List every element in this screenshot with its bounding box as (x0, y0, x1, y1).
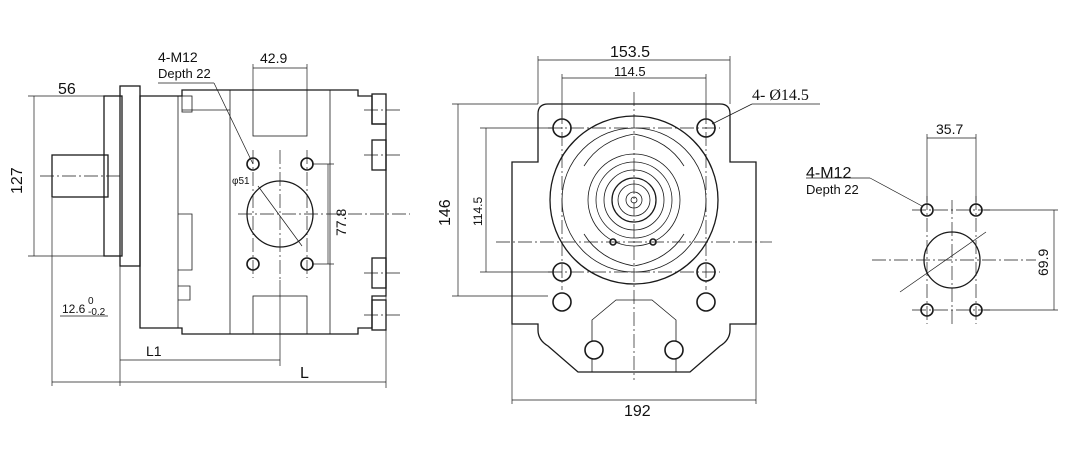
vertical-spacing-label: 69.9 (1035, 249, 1051, 276)
port-depth: Depth 22 (806, 182, 859, 197)
side-view: φ51 4-M12 Depth 22 42.9 77.8 56 127 12.6… (9, 49, 410, 388)
front-view: 153.5 114.5 4- Ø14.5 146 114.5 192 (437, 44, 820, 420)
port-depth: Depth 22 (158, 66, 211, 81)
port-vertical-label: 77.8 (333, 209, 349, 236)
shaft-spline (611, 177, 657, 223)
pump-housing (511, 103, 757, 373)
port-diameter-label: φ51 (232, 176, 250, 187)
height-outer-label: 146 (437, 199, 454, 226)
flange-width-label: 56 (58, 81, 76, 98)
flange-plate (119, 85, 141, 267)
mount-hole (584, 340, 604, 360)
port-detail-view: 35.7 69.9 4-M12 Depth 22 (806, 121, 1058, 326)
width-overall-label: 192 (624, 403, 651, 420)
port-callout: 4-M12 (806, 165, 851, 182)
pilot-lower-tol: -0.2 (88, 307, 106, 318)
l-label: L (300, 365, 309, 382)
mounting-flange (103, 95, 123, 257)
pump-body (139, 89, 387, 335)
shaft-height-label: 127 (9, 167, 26, 194)
mount-hole (552, 292, 572, 312)
bolt-hole-callout: 4- Ø14.5 (752, 87, 809, 104)
bolt-outer-label: 153.5 (610, 44, 650, 61)
port-callout: 4-M12 (158, 49, 198, 65)
pilot-label: 12.6 (62, 302, 86, 316)
port-spacing-label: 42.9 (260, 50, 287, 66)
horizontal-spacing-label: 35.7 (936, 121, 963, 137)
mount-hole (664, 340, 684, 360)
bolt-head (371, 93, 387, 125)
height-inner-label: 114.5 (471, 197, 485, 226)
pilot-upper-tol: 0 (88, 296, 94, 307)
l1-label: L1 (146, 343, 162, 359)
bolt-inner-label: 114.5 (614, 64, 646, 79)
mount-hole (696, 292, 716, 312)
